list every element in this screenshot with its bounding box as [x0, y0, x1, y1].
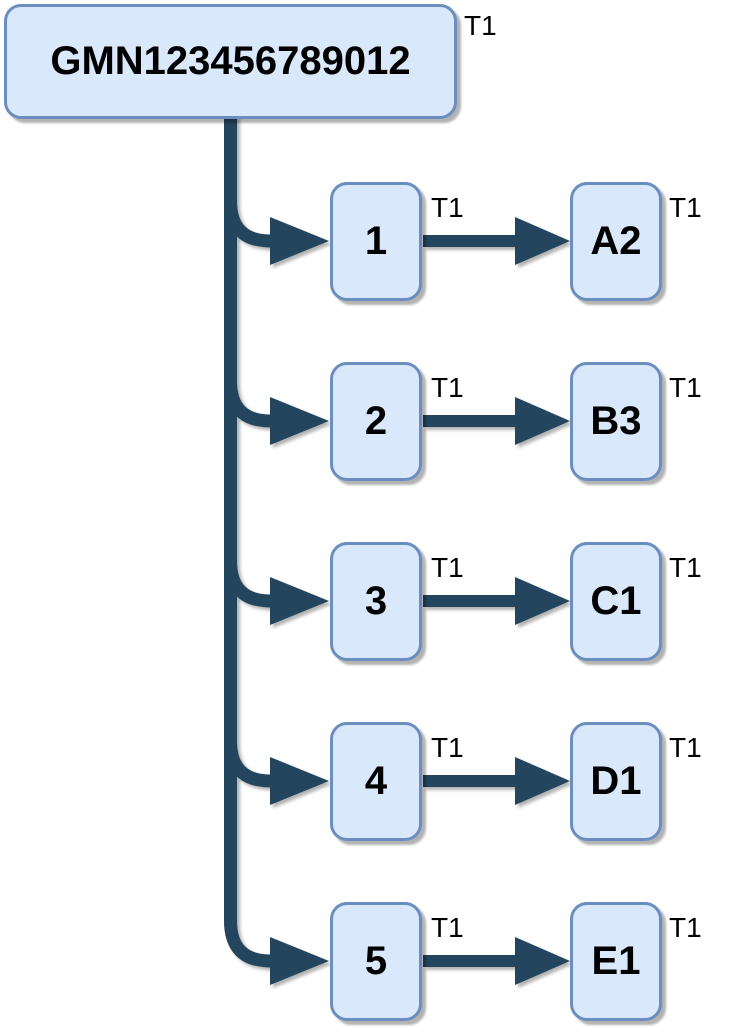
source-node-5-tag: T1	[431, 912, 464, 943]
arrowhead-icon	[270, 397, 329, 445]
target-node-e1: E1	[570, 902, 662, 1021]
target-node-c1: C1	[570, 542, 662, 661]
arrowhead-icon	[270, 757, 329, 805]
root-node-tag: T1	[464, 10, 497, 41]
source-node-3-tag: T1	[431, 552, 464, 583]
source-node-2: 2	[330, 362, 422, 481]
arrowhead-icon	[270, 217, 329, 265]
target-node-d1-tag: T1	[669, 732, 702, 763]
source-node-1-tag: T1	[431, 192, 464, 223]
arrowhead-icon	[270, 937, 329, 985]
target-node-b3-tag: T1	[669, 372, 702, 403]
target-node-b3: B3	[570, 362, 662, 481]
target-node-e1-tag: T1	[669, 912, 702, 943]
source-node-3: 3	[330, 542, 422, 661]
target-node-d1: D1	[570, 722, 662, 841]
branch-line-4	[224, 740, 274, 788]
source-node-4: 4	[330, 722, 422, 841]
target-node-c1-tag: T1	[669, 552, 702, 583]
arrowhead-icon	[270, 577, 329, 625]
arrowhead-icon	[515, 937, 570, 985]
source-node-5: 5	[330, 902, 422, 1021]
branch-line-2	[224, 380, 274, 428]
source-node-4-tag: T1	[431, 732, 464, 763]
source-node-1: 1	[330, 182, 422, 301]
branch-line-3	[224, 560, 274, 608]
target-node-a2: A2	[570, 182, 662, 301]
arrowhead-icon	[515, 397, 570, 445]
trunk-line	[224, 115, 274, 968]
arrowhead-icon	[515, 757, 570, 805]
arrowhead-icon	[515, 217, 570, 265]
source-node-2-tag: T1	[431, 372, 464, 403]
target-node-a2-tag: T1	[669, 192, 702, 223]
root-node: GMN123456789012	[4, 4, 457, 119]
arrowhead-icon	[515, 577, 570, 625]
branch-line-1	[224, 200, 274, 248]
